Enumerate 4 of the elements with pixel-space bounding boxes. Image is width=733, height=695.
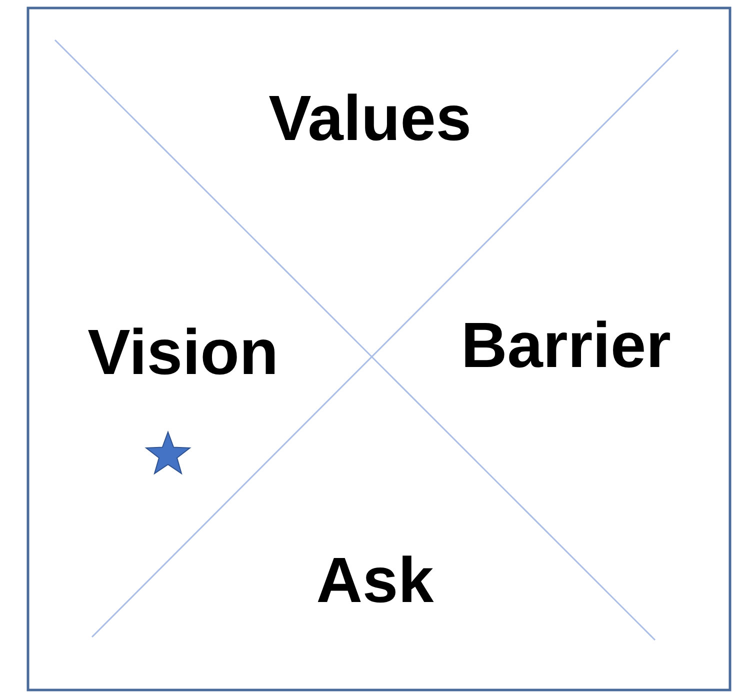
quadrant-label: Vision (88, 320, 278, 384)
quadrant-label: Barrier (461, 313, 671, 377)
quadrant-label: Ask (316, 548, 434, 612)
quadrant-label: Values (268, 86, 472, 150)
